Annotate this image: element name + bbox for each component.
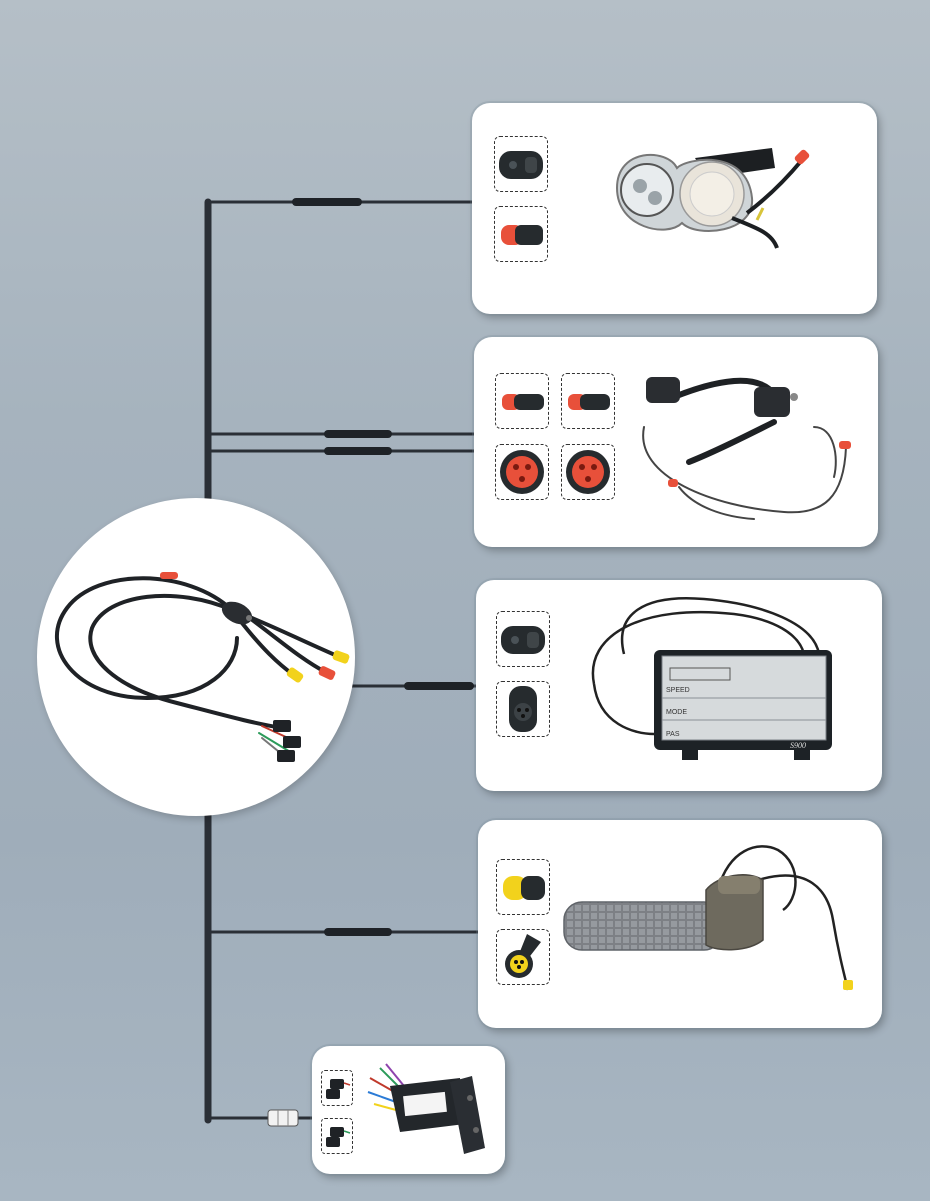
headlight-panel bbox=[472, 103, 877, 314]
brake-levers-panel bbox=[474, 337, 878, 547]
black-male-connector-icon-display bbox=[501, 626, 545, 654]
brake-levers-photo bbox=[634, 367, 864, 527]
black-female-connector-thumb-throttle bbox=[496, 929, 550, 985]
lcd-pas-label: PAS bbox=[666, 731, 680, 738]
headlight-wire-joint bbox=[292, 198, 362, 206]
plug-connector-thumb-1 bbox=[321, 1070, 353, 1106]
controller-photo bbox=[360, 1058, 500, 1166]
display-wire-joint bbox=[404, 682, 474, 690]
controller-plug-joint bbox=[267, 1109, 299, 1127]
lcd-speed-label: SPEED bbox=[666, 687, 690, 694]
throttle-icon bbox=[563, 845, 853, 991]
headlight-icon bbox=[615, 148, 810, 249]
headlight-photo bbox=[607, 138, 847, 263]
throttle-panel bbox=[478, 820, 882, 1028]
brake-wire-joint-1 bbox=[324, 430, 392, 438]
yellow-male-connector-thumb bbox=[496, 859, 550, 915]
lcd-model-label: S900 bbox=[790, 741, 806, 750]
plug-connector-icon-2 bbox=[326, 1127, 351, 1147]
cable-harness-icon bbox=[54, 572, 350, 762]
black-female-connector-icon-display bbox=[509, 686, 537, 732]
red-female-connector-thumb bbox=[494, 206, 548, 262]
controller-panel bbox=[312, 1046, 505, 1174]
red-male-connector-thumb-2 bbox=[561, 373, 615, 429]
black-male-connector-icon bbox=[499, 151, 543, 179]
brake-lever-icon bbox=[642, 377, 851, 520]
lcd-display-icon: SPEED MODE PAS S900 bbox=[591, 597, 832, 760]
yellow-male-connector-icon bbox=[503, 876, 545, 900]
black-female-connector-icon-throttle bbox=[505, 934, 541, 978]
red-female-connector-thumb-2 bbox=[561, 444, 615, 500]
lcd-display-photo: SPEED MODE PAS S900 bbox=[584, 594, 874, 764]
black-female-connector-thumb-display bbox=[496, 681, 550, 737]
red-female-connector-thumb-1 bbox=[495, 444, 549, 500]
plug-connector-icon-1 bbox=[326, 1079, 351, 1099]
plug-connector-thumb-2 bbox=[321, 1118, 353, 1154]
throttle-wire-joint bbox=[324, 928, 392, 936]
red-male-connector-thumb-1 bbox=[495, 373, 549, 429]
red-male-connector-icon bbox=[502, 394, 544, 410]
red-female-connector-icon-2 bbox=[566, 450, 610, 494]
controller-icon bbox=[367, 1063, 485, 1154]
black-male-connector-thumb bbox=[494, 136, 548, 192]
red-male-connector-icon-2 bbox=[568, 394, 610, 410]
lcd-display-panel: SPEED MODE PAS S900 bbox=[476, 580, 882, 791]
throttle-photo bbox=[558, 840, 868, 1015]
black-male-connector-thumb-display bbox=[496, 611, 550, 667]
brake-wire-joint-2 bbox=[324, 447, 392, 455]
wiring-harness-hub bbox=[37, 498, 355, 816]
lcd-mode-label: MODE bbox=[666, 709, 687, 716]
red-female-connector-icon-1 bbox=[500, 450, 544, 494]
red-female-connector-icon bbox=[501, 225, 543, 245]
